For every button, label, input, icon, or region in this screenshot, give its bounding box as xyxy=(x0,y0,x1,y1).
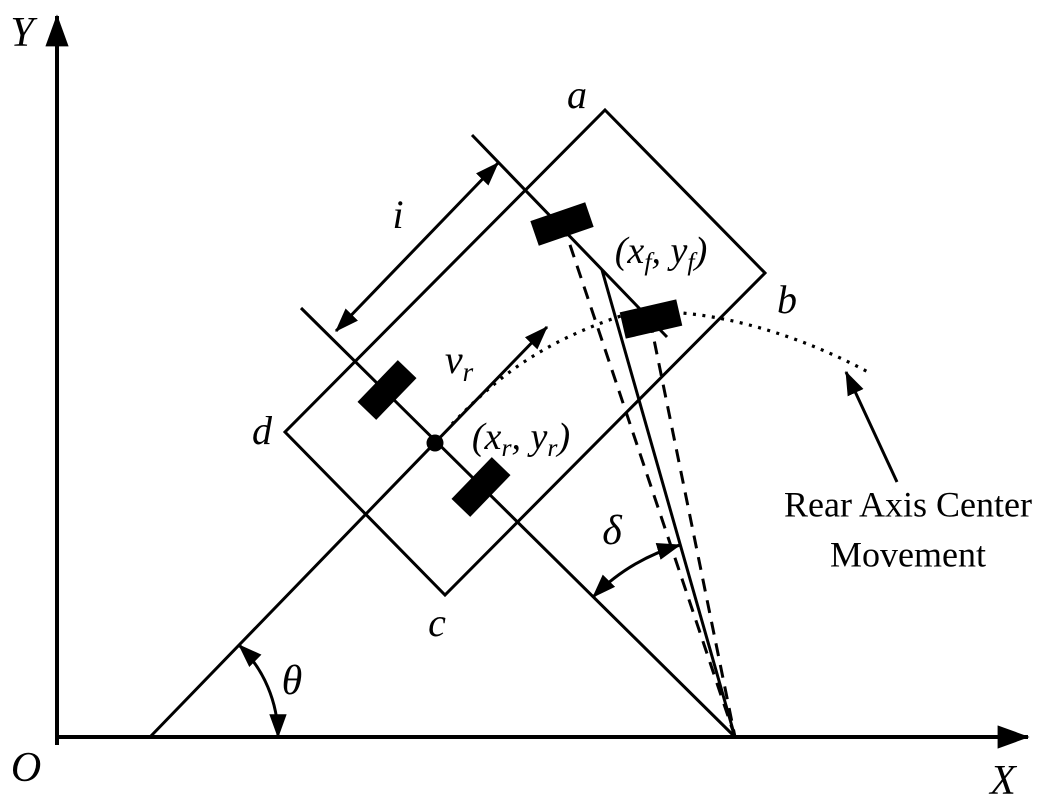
delta-angle-arc xyxy=(591,543,682,599)
corner-b-label: b xyxy=(777,277,797,322)
annotation-pointer-arrow xyxy=(844,370,899,483)
heading-angle-label: θ xyxy=(281,658,303,704)
wheelbase-dimension-arrow xyxy=(334,161,500,333)
front-right-wheel-dashed-line xyxy=(648,319,737,738)
rear-axle-center-label: (xr, yr) xyxy=(471,416,571,463)
rear-axle-line-extended xyxy=(299,306,737,739)
front-axle-line xyxy=(470,133,669,339)
corner-a-label: a xyxy=(567,72,587,117)
origin-label: O xyxy=(10,745,42,791)
front-axle-center-label: (xf, yf) xyxy=(614,230,708,277)
theta-angle-arc xyxy=(237,643,287,739)
velocity-label: vr xyxy=(444,337,473,386)
rear-axis-movement-annotation: Rear Axis Center Movement xyxy=(784,480,1032,581)
corner-c-label: c xyxy=(428,600,446,645)
front-center-to-instant-center-line xyxy=(600,269,737,738)
x-axis-label: X xyxy=(990,758,1016,802)
rear-left-wheel xyxy=(357,360,417,420)
rear-right-wheel xyxy=(451,457,511,517)
velocity-sub: r xyxy=(462,356,474,387)
front-right-wheel xyxy=(619,299,683,339)
steering-angle-label: δ xyxy=(602,508,622,554)
annotation-line1: Rear Axis Center xyxy=(784,484,1032,525)
velocity-base: v xyxy=(444,337,463,382)
front-left-wheel-dashed-line xyxy=(561,223,737,738)
corner-d-label: d xyxy=(252,408,272,453)
front-left-wheel xyxy=(530,202,594,246)
rear-axis-movement-curve xyxy=(450,310,869,426)
annotation-line2: Movement xyxy=(830,535,986,575)
rear-axle-center-dot xyxy=(426,434,444,452)
wheelbase-label: i xyxy=(392,192,404,237)
y-axis-label: Y xyxy=(10,10,34,56)
